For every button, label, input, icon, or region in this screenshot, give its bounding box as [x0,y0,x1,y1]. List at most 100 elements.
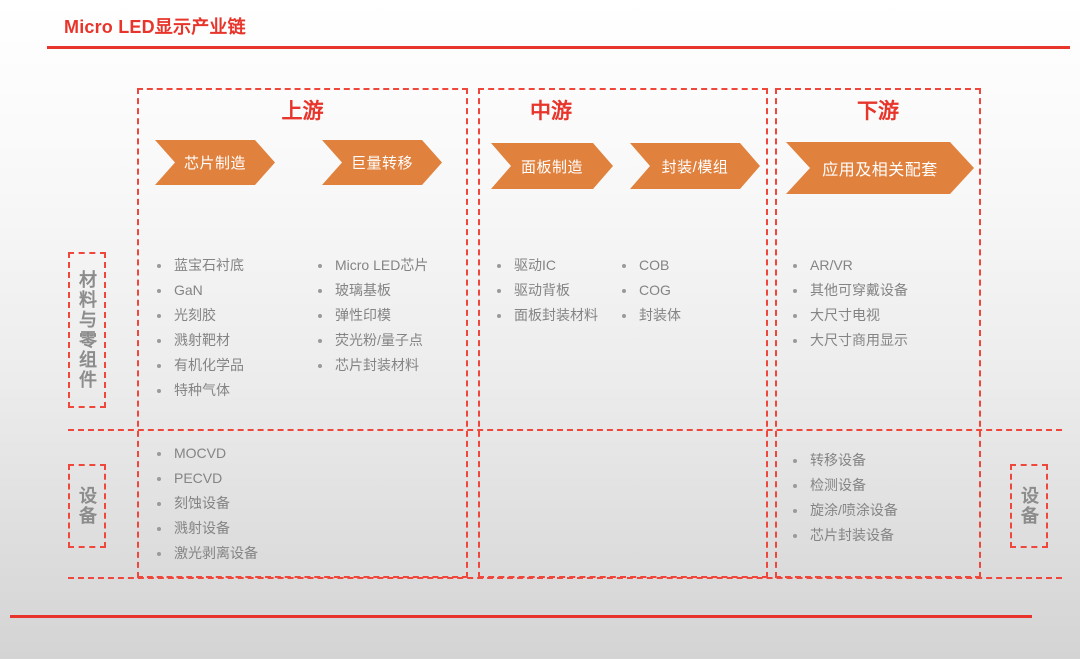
bullet-icon [793,263,797,268]
list-item-label: COG [639,282,671,298]
downstream-title: 下游 [857,100,899,123]
bullet-icon [157,501,161,506]
list-item: Micro LED芯片 [318,253,428,278]
chevron-arrow-mass-transfer: 巨量转移 [322,140,442,185]
bullet-icon [157,526,161,531]
list-item: 驱动IC [497,253,598,278]
bullet-icon [793,288,797,293]
row-label-equipment-right: 设备 [1010,464,1048,548]
title-divider-line [47,46,1070,49]
downstream-materials-list: AR/VR 其他可穿戴设备大尺寸电视大尺寸商用显示 [793,253,908,353]
bullet-icon [157,288,161,293]
bullet-icon [793,483,797,488]
list-item: 特种气体 [157,378,244,403]
list-item: 其他可穿戴设备 [793,278,908,303]
list-item: 芯片封装设备 [793,523,898,548]
chevron-arrow-panel-manufacturing: 面板制造 [491,143,613,189]
list-item: 面板封装材料 [497,303,598,328]
list-item: 荧光粉/量子点 [318,328,428,353]
bullet-icon [157,451,161,456]
list-item-label: 大尺寸商用显示 [810,332,908,348]
list-item-label: 检测设备 [810,477,866,493]
materials-equipment-divider-dashed-line [68,429,1062,431]
list-item: 驱动背板 [497,278,598,303]
bullet-icon [157,313,161,318]
list-item: 转移设备 [793,448,898,473]
list-item-label: 荧光粉/量子点 [335,332,423,348]
bullet-icon [157,338,161,343]
bullet-icon [497,288,501,293]
bullet-icon [793,508,797,513]
bullet-icon [157,476,161,481]
midstream-box: 中游 [478,88,768,578]
list-item-label: 光刻胶 [174,307,216,323]
list-item-label: 蓝宝石衬底 [174,257,244,273]
bullet-icon [157,551,161,556]
list-item: 旋涂/喷涂设备 [793,498,898,523]
list-item-label: 刻蚀设备 [174,495,230,511]
list-item: MOCVD [157,441,258,466]
list-item-label: MOCVD [174,445,227,461]
bullet-icon [622,288,626,293]
list-item-label: 面板封装材料 [514,307,598,323]
list-item: 蓝宝石衬底 [157,253,244,278]
list-item: 刻蚀设备 [157,491,258,516]
bullet-icon [497,313,501,318]
list-item-label: 激光剥离设备 [174,545,258,561]
list-item: 封装体 [622,303,681,328]
list-item-label: 大尺寸电视 [810,307,880,323]
bullet-icon [318,363,322,368]
chevron-arrow-chip-manufacturing: 芯片制造 [155,140,275,185]
bullet-icon [622,263,626,268]
downstream-box: 下游 [775,88,981,578]
row-label-materials-and-components: 材料与零组件 [68,252,106,408]
list-item-label: 有机化学品 [174,357,244,373]
list-item: 玻璃基板 [318,278,428,303]
upstream-box: 上游 [137,88,468,578]
bullet-icon [318,288,322,293]
list-item: COB [622,253,681,278]
upstream-title: 上游 [281,100,324,123]
bullet-icon [318,338,322,343]
bottom-divider-line [10,615,1032,618]
midstream-materials-list-2: COB COG 封装体 [622,253,681,328]
page-title: Micro LED显示产业链 [64,17,246,37]
bottom-dashed-line [68,577,1062,579]
list-item-label: 驱动IC [514,257,556,273]
bullet-icon [157,363,161,368]
list-item: AR/VR [793,253,908,278]
midstream-materials-list-1: 驱动IC 驱动背板面板封装材料 [497,253,598,328]
list-item: 溅射设备 [157,516,258,541]
list-item-label: 封装体 [639,307,681,323]
list-item: 有机化学品 [157,353,244,378]
bullet-icon [318,313,322,318]
list-item: 弹性印模 [318,303,428,328]
list-item-label: GaN [174,282,203,298]
list-item: PECVD [157,466,258,491]
list-item: GaN [157,278,244,303]
list-item-label: AR/VR [810,257,853,273]
list-item: 检测设备 [793,473,898,498]
list-item-label: 转移设备 [810,452,866,468]
upstream-equipment-list: MOCVD PECVD 刻蚀设备溅射设备激光剥离设备 [157,441,258,566]
list-item-label: Micro LED芯片 [335,257,429,273]
list-item-label: COB [639,257,670,273]
bullet-icon [793,458,797,463]
chevron-arrow-applications: 应用及相关配套 [786,142,974,194]
chevron-arrow-packaging-module: 封装/模组 [630,143,760,189]
midstream-title: 中游 [530,100,572,123]
list-item: 光刻胶 [157,303,244,328]
upstream-materials-list-2: Micro LED芯片玻璃基板弹性印模荧光粉/量子点芯片封装材料 [318,253,428,378]
list-item-label: 弹性印模 [335,307,391,323]
list-item-label: 溅射设备 [174,520,230,536]
list-item-label: 芯片封装设备 [810,527,894,543]
bullet-icon [793,533,797,538]
bullet-icon [157,388,161,393]
list-item: 大尺寸商用显示 [793,328,908,353]
bullet-icon [157,263,161,268]
list-item: 芯片封装材料 [318,353,428,378]
row-label-equipment-left: 设备 [68,464,106,548]
list-item-label: 特种气体 [174,382,230,398]
